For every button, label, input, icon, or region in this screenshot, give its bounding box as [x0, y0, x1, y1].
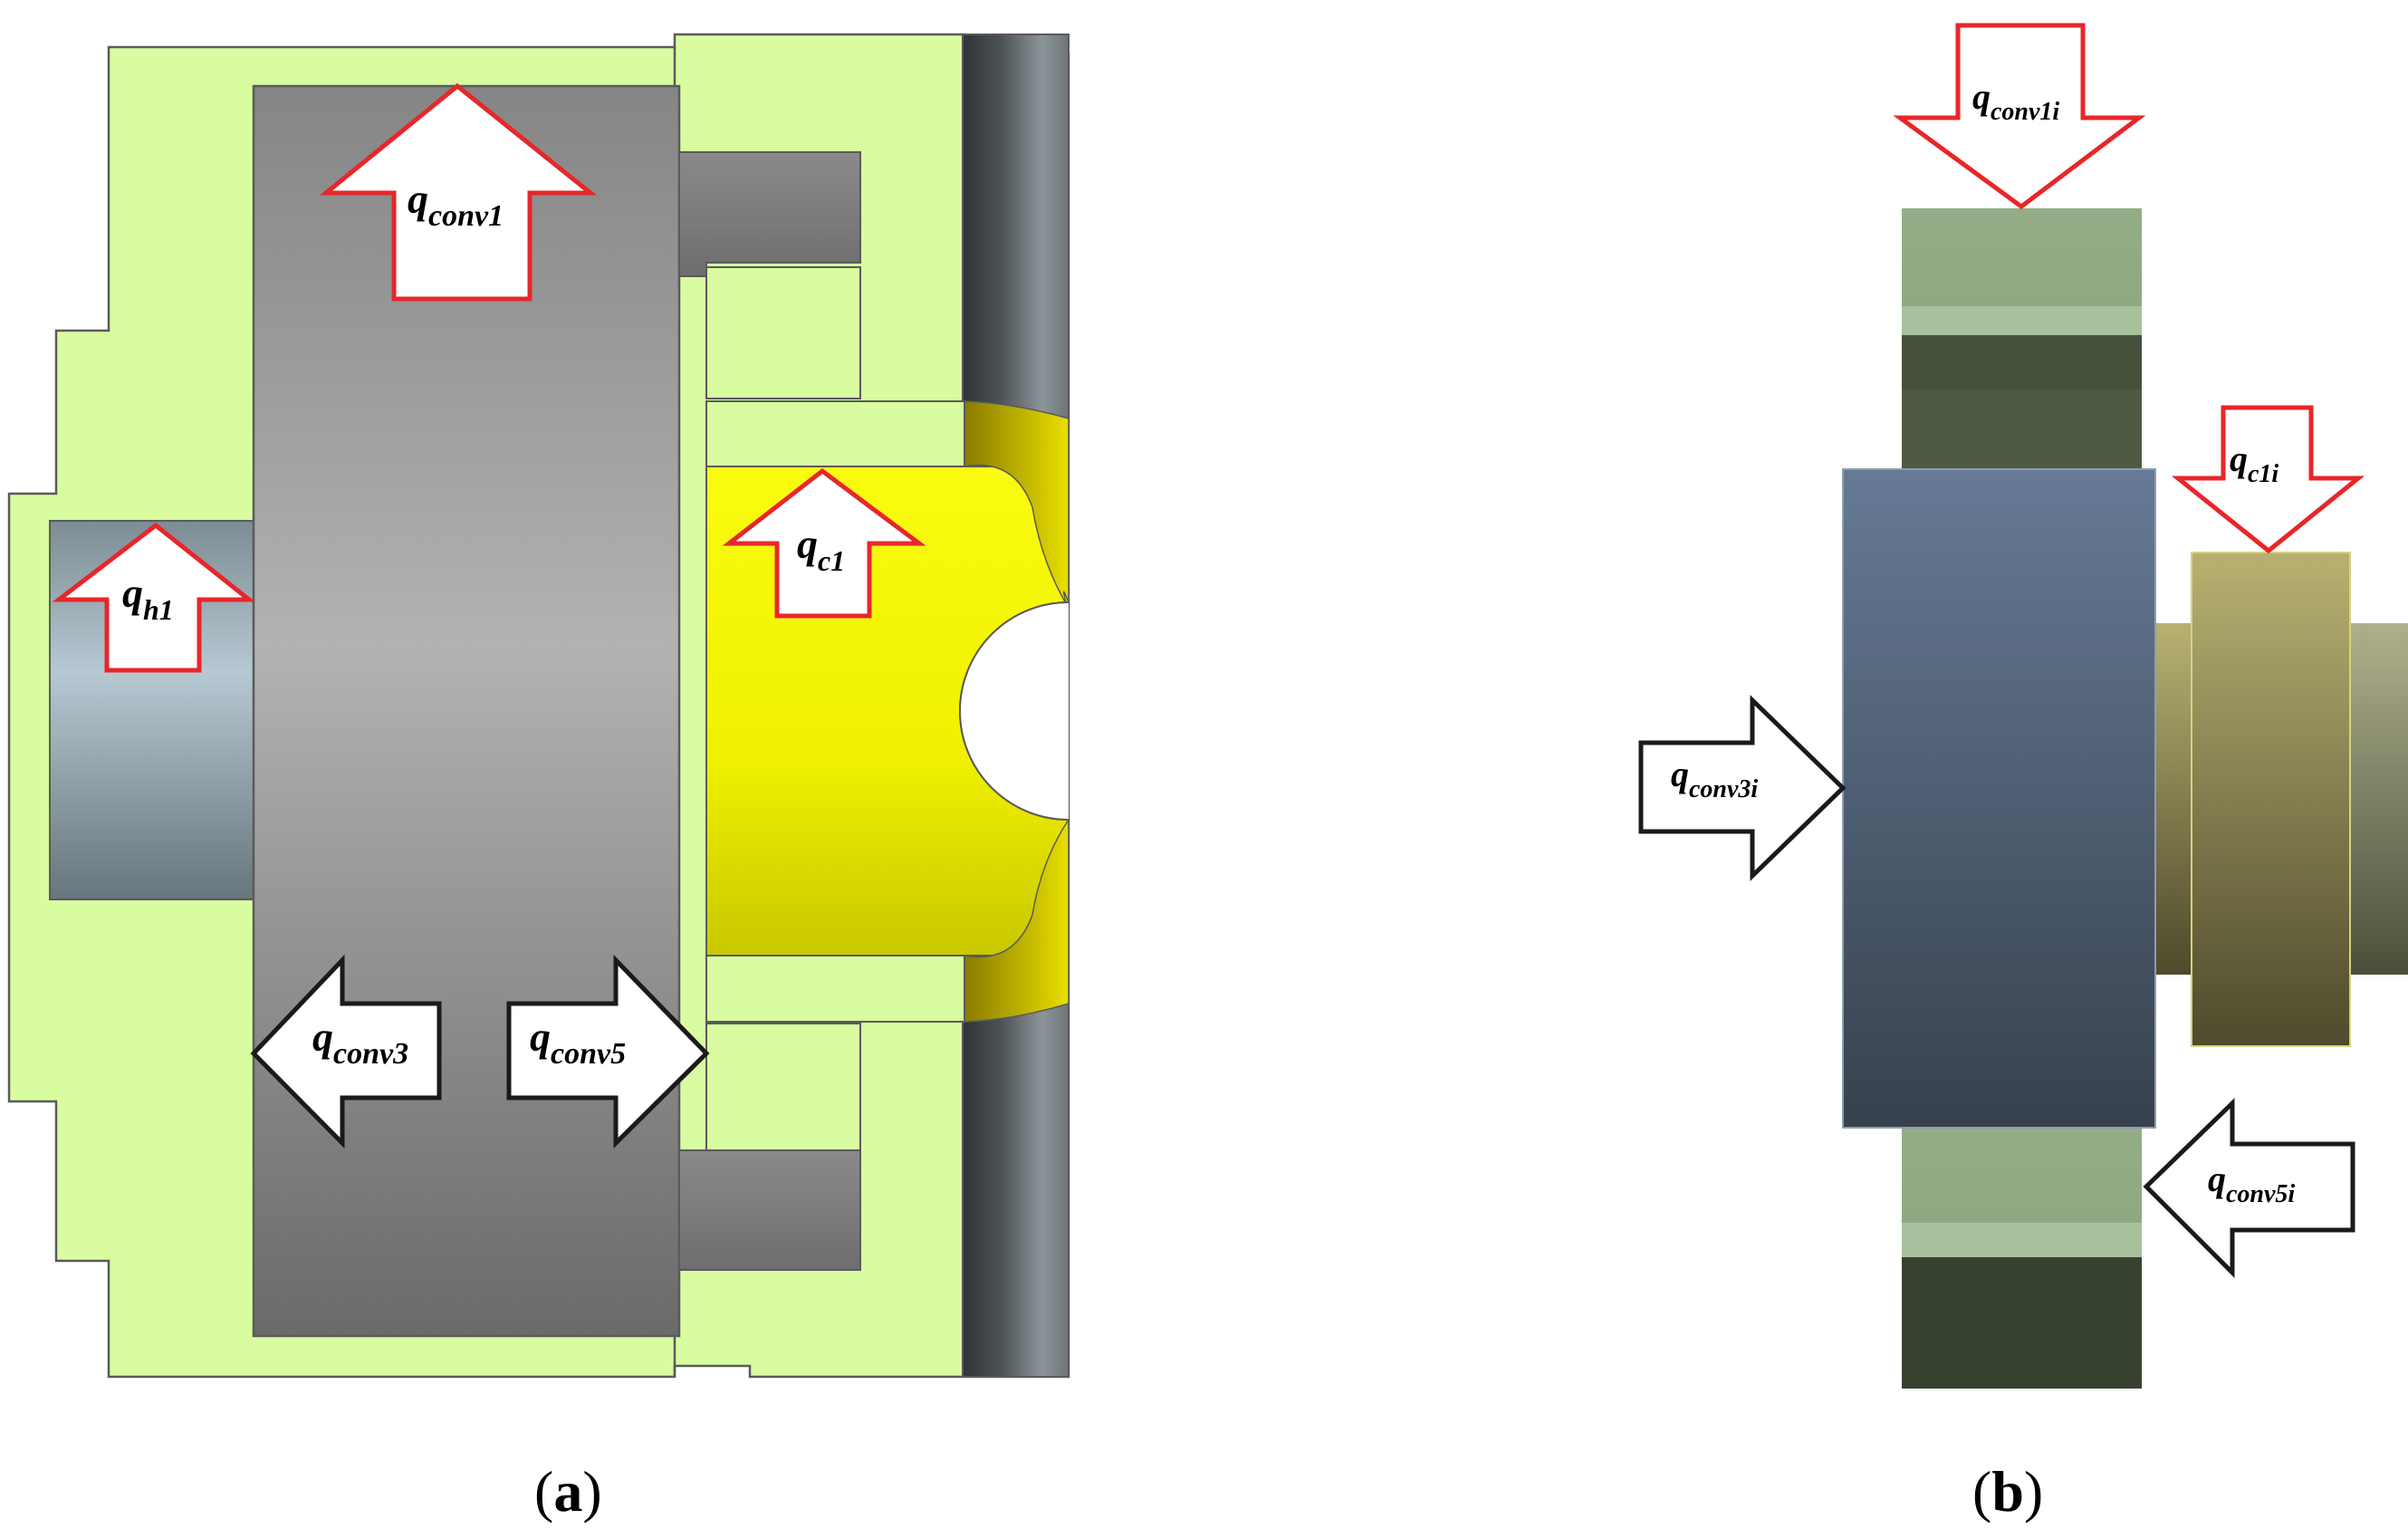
label-qh1: qh1: [122, 570, 174, 626]
arrow-qconv3i: [1638, 695, 1847, 881]
label-qconv1i: qconv1i: [1972, 76, 2059, 126]
housing-block-lower: [705, 1023, 861, 1151]
label-qc1i: qc1i: [2230, 438, 2278, 488]
heat-flux-arrow-icon: qh1: [52, 522, 256, 673]
yellow-retainer-top: [705, 400, 965, 467]
yellow-chamfer-top: [964, 400, 1070, 606]
heat-flux-arrow-icon: qconv5i: [2143, 1098, 2355, 1279]
label-qconv1: qconv1: [408, 176, 504, 233]
panel-b: qconv1i qc1i qconv3i qconv5i (b): [1638, 23, 2408, 1524]
gear-bottom-dark: [1902, 1257, 2142, 1389]
heat-flux-arrow-icon: qconv1i: [1893, 23, 2146, 210]
heat-flux-arrow-icon: qconv3: [250, 954, 442, 1149]
housing-block-upper: [705, 266, 861, 399]
yellow-retainer-bottom: [705, 955, 965, 1023]
heat-flux-arrow-icon: qconv1: [319, 82, 598, 302]
arrow-qconv1i: [1893, 23, 2146, 210]
label-qconv5i: qconv5i: [2208, 1158, 2295, 1208]
rotor-step-bottom: [678, 1149, 861, 1271]
panel-a: qconv1 qh1 qc1 qconv3 qconv5 (a): [7, 33, 1070, 1524]
label-qconv5: qconv5: [530, 1014, 626, 1071]
arrow-qconv5: [506, 954, 710, 1149]
caption-b: (b): [1972, 1459, 2043, 1524]
heat-flux-arrow-icon: qconv3i: [1638, 695, 1847, 881]
rotor-block: [1842, 468, 2156, 1129]
arrow-qh1: [52, 522, 256, 673]
rotor-step-top: [678, 151, 861, 277]
arrow-qconv1: [319, 82, 598, 302]
heat-flux-arrow-icon: qconv5: [506, 954, 710, 1149]
arrow-qconv5i: [2143, 1098, 2355, 1279]
arrow-qc1: [722, 467, 926, 619]
heat-flux-arrow-icon: qc1i: [2171, 405, 2365, 554]
caption-a: (a): [534, 1459, 602, 1524]
yellow-chamfer-bottom: [964, 817, 1070, 1023]
arrow-qconv3: [250, 954, 442, 1149]
hub-olive: [2191, 552, 2351, 1047]
label-qconv3: qconv3: [312, 1014, 408, 1071]
heat-flux-arrow-icon: qc1: [722, 467, 926, 619]
label-qconv3i: qconv3i: [1671, 754, 1758, 803]
arrow-qc1i: [2171, 405, 2365, 554]
label-qc1: qc1: [797, 521, 845, 577]
